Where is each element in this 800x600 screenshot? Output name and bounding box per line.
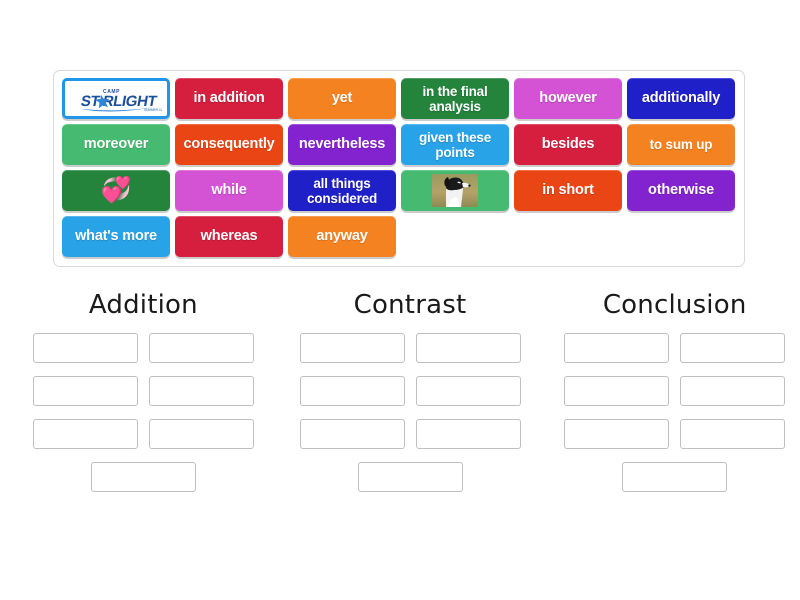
word-tile-label: given these points <box>418 129 492 160</box>
drop-slot-addition-6[interactable] <box>148 419 254 449</box>
word-tile-label: in short <box>542 182 594 198</box>
word-tile-label: anyway <box>316 228 368 244</box>
word-tile-label: in addition <box>193 90 265 106</box>
word-tile-label: however <box>539 90 597 106</box>
word-tile-in-addition[interactable]: in addition <box>175 78 283 119</box>
word-tile-label: nevertheless <box>298 136 386 152</box>
drop-slot-row <box>299 376 521 406</box>
word-tile-while[interactable]: while <box>175 170 283 211</box>
drop-slot-row <box>564 419 786 449</box>
drop-slot-contrast-7[interactable] <box>357 462 463 492</box>
word-tile-otherwise[interactable]: otherwise <box>627 170 735 211</box>
drop-slot-row <box>299 419 521 449</box>
drop-slot-rows <box>564 333 786 492</box>
word-tile-dog-photo[interactable] <box>401 170 509 211</box>
word-tile-however[interactable]: however <box>514 78 622 119</box>
drop-slot-conclusion-7[interactable] <box>622 462 728 492</box>
drop-slot-contrast-4[interactable] <box>415 376 521 406</box>
word-tile-all-things-considered[interactable]: all things considered <box>288 170 396 211</box>
drop-slot-row <box>299 333 521 363</box>
word-tile-whats-more[interactable]: what's more <box>62 216 170 257</box>
drop-slot-conclusion-2[interactable] <box>680 333 786 363</box>
category-columns: Addition Contrast Conclusion <box>0 290 800 492</box>
drop-slot-rows <box>32 333 254 492</box>
word-tile-besides[interactable]: besides <box>514 124 622 165</box>
drop-slot-conclusion-6[interactable] <box>680 419 786 449</box>
svg-text:RLIGHT: RLIGHT <box>101 93 159 110</box>
word-tile-in-short[interactable]: in short <box>514 170 622 211</box>
word-tile-consequently[interactable]: consequently <box>175 124 283 165</box>
word-tile-label: besides <box>541 136 595 152</box>
word-tile-label: consequently <box>183 136 275 152</box>
word-tile-yet[interactable]: yet <box>288 78 396 119</box>
drop-slot-addition-2[interactable] <box>148 333 254 363</box>
category-column-conclusion: Conclusion <box>549 290 800 492</box>
word-tile-anyway[interactable]: anyway <box>288 216 396 257</box>
word-tile-given-these-points[interactable]: given these points <box>401 124 509 165</box>
word-tile-label: all things considered <box>306 175 378 206</box>
drop-slot-addition-1[interactable] <box>32 333 138 363</box>
drop-slot-addition-7[interactable] <box>90 462 196 492</box>
drop-slot-contrast-5[interactable] <box>299 419 405 449</box>
word-tile-in-the-final-analysis[interactable]: in the final analysis <box>401 78 509 119</box>
category-title-conclusion: Conclusion <box>602 290 747 320</box>
drop-slot-contrast-1[interactable] <box>299 333 405 363</box>
drop-slot-addition-4[interactable] <box>148 376 254 406</box>
category-column-addition: Addition <box>18 290 269 492</box>
word-tile-to-sum-up[interactable]: to sum up <box>627 124 735 165</box>
drop-slot-row <box>564 462 785 492</box>
drop-slot-conclusion-4[interactable] <box>680 376 786 406</box>
word-tile-label: in the final analysis <box>422 83 488 114</box>
drop-slot-row <box>32 333 254 363</box>
word-tile-whereas[interactable]: whereas <box>175 216 283 257</box>
drop-slot-addition-5[interactable] <box>32 419 138 449</box>
drop-slot-row <box>564 376 786 406</box>
drop-slot-contrast-2[interactable] <box>415 333 521 363</box>
drop-slot-addition-3[interactable] <box>32 376 138 406</box>
drop-slot-conclusion-3[interactable] <box>564 376 670 406</box>
revolving-hearts-icon: 💞 <box>100 176 132 204</box>
word-tile-label: whereas <box>200 228 258 244</box>
drop-slot-contrast-6[interactable] <box>415 419 521 449</box>
word-tile-additionally[interactable]: additionally <box>627 78 735 119</box>
drop-slot-row <box>300 462 521 492</box>
drop-slot-conclusion-5[interactable] <box>564 419 670 449</box>
border-collie-photo <box>432 174 478 207</box>
svg-text:CAMP: CAMP <box>103 89 120 95</box>
drop-slot-contrast-3[interactable] <box>299 376 405 406</box>
word-tile-label: moreover <box>83 136 149 152</box>
drop-slot-row <box>32 376 254 406</box>
word-tile-label: what's more <box>75 228 157 244</box>
word-tile-moreover[interactable]: moreover <box>62 124 170 165</box>
word-tile-label: while <box>211 182 247 198</box>
drop-slot-conclusion-1[interactable] <box>564 333 670 363</box>
word-tile-label: otherwise <box>648 182 714 198</box>
category-title-addition: Addition <box>88 290 198 320</box>
word-tile-label: yet <box>331 90 353 106</box>
drop-slot-row <box>564 333 786 363</box>
drop-slot-rows <box>299 333 521 492</box>
category-column-contrast: Contrast <box>285 290 536 492</box>
word-tile-nevertheless[interactable]: nevertheless <box>288 124 396 165</box>
word-tile-label: additionally <box>641 90 721 106</box>
word-tile-label: to sum up <box>649 137 713 152</box>
category-title-contrast: Contrast <box>353 290 467 320</box>
drop-slot-row <box>33 462 254 492</box>
drop-slot-row <box>32 419 254 449</box>
svg-text:SUMMER CAMP: SUMMER CAMP <box>144 108 162 112</box>
word-tile-hearts-image[interactable]: 💞 <box>62 170 170 211</box>
svg-text:ST: ST <box>79 93 101 110</box>
